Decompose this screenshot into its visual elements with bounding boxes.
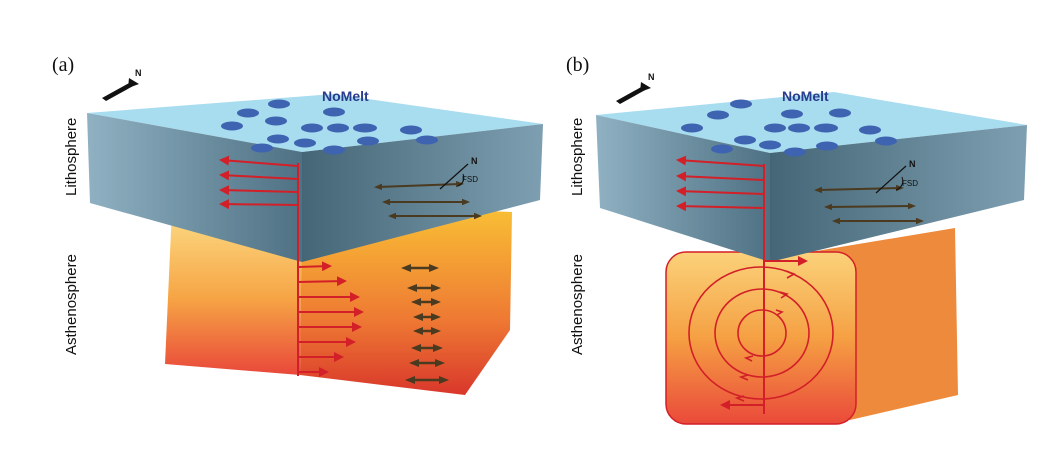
north-label: N [648, 72, 655, 82]
panel-a-asthenosphere-label: Asthenosphere [63, 254, 80, 355]
fsd-angle-arc [895, 176, 904, 191]
panel-a-stations [221, 99, 438, 155]
station-marker [237, 108, 259, 118]
circulation-ring [737, 309, 787, 357]
station-marker [788, 123, 810, 133]
lithosphere-top-face [87, 94, 543, 152]
circulation-arrow-icon [775, 309, 784, 316]
panel-b-lithosphere-slab [596, 92, 1027, 262]
panel-a-lithosphere-fabric: N FSD [374, 156, 482, 220]
panel-b-asthenosphere-block [665, 228, 958, 425]
flow-arrow [676, 201, 765, 212]
station-marker [681, 123, 703, 133]
asthenosphere-side-face [300, 204, 512, 395]
station-marker [764, 123, 786, 133]
lithosphere-side-face [770, 125, 1027, 262]
fsd-angle-arc [457, 173, 465, 187]
north-arrow-icon [616, 86, 647, 104]
station-marker [221, 121, 243, 131]
fsd-label: FSD [902, 179, 918, 188]
station-marker [784, 147, 806, 157]
station-marker [734, 135, 756, 145]
panel-a-lithosphere-slab [87, 94, 543, 262]
flow-arrow [676, 186, 765, 197]
fabric-marker [374, 180, 464, 191]
panel-a-lithosphere-label: Lithosphere [63, 118, 80, 196]
panel-b-north-arrow: N [616, 72, 655, 104]
north-arrow-icon [102, 82, 135, 101]
station-marker [707, 110, 729, 120]
panel-a-asthenosphere-flow [297, 261, 364, 377]
station-marker [829, 108, 851, 118]
flow-arrow [219, 170, 299, 181]
station-marker [759, 140, 781, 150]
station-marker [294, 138, 316, 148]
fsd-north-label: N [471, 156, 478, 166]
station-marker [875, 136, 897, 146]
fabric-marker [824, 202, 916, 211]
flow-arrow [676, 171, 765, 182]
station-marker [251, 143, 273, 153]
circulation-ring [714, 288, 810, 378]
circulation-arrow-icon [785, 270, 796, 279]
north-arrow-head-icon [128, 78, 139, 88]
panel-a-north-arrow: N [102, 68, 142, 101]
station-marker [416, 135, 438, 145]
circulation-ring [688, 266, 834, 400]
flow-arrow [219, 155, 299, 167]
station-marker [353, 123, 377, 133]
fabric-marker [814, 184, 904, 194]
panel-b-lithosphere-label: Lithosphere [569, 118, 586, 196]
flow-arrow [297, 276, 347, 287]
lithosphere-top-face [596, 92, 1027, 153]
station-marker [301, 123, 323, 133]
flow-arrow [297, 261, 332, 272]
panel-a-lithosphere-flow [219, 155, 299, 376]
station-marker [711, 144, 733, 154]
station-marker [814, 123, 838, 133]
panel-a-label: (a) [52, 54, 74, 76]
station-marker [323, 145, 345, 155]
north-label: N [135, 68, 142, 78]
fsd-direction-line [875, 165, 907, 194]
fsd-label: FSD [462, 175, 478, 184]
flow-arrow [219, 185, 299, 196]
fsd-north-label: N [909, 159, 916, 169]
panel-b-asthenosphere-label: Asthenosphere [569, 254, 586, 355]
circulation-arrow-icon [779, 291, 789, 299]
circulation-arrow-icon [738, 374, 749, 381]
panel-b: (b) NoM [566, 54, 1027, 425]
panel-b-title: NoMelt [782, 88, 829, 104]
panel-b-convection-cell [688, 266, 834, 402]
station-marker [859, 125, 881, 135]
station-marker [267, 134, 289, 144]
lithosphere-side-face [302, 124, 543, 262]
station-marker [327, 123, 349, 133]
station-marker [816, 141, 838, 151]
station-marker [357, 136, 379, 146]
panel-a-title: NoMelt [322, 88, 369, 104]
station-marker [323, 107, 345, 117]
panel-a-asthenosphere-fabric [401, 264, 449, 384]
circulation-arrow-icon [743, 355, 754, 362]
panel-b-lithosphere-fabric: N FSD [814, 159, 924, 225]
circulation-arrow-icon [734, 395, 745, 402]
panel-b-stations [681, 99, 897, 157]
station-marker [730, 99, 752, 109]
lithosphere-front-face [87, 113, 302, 262]
fsd-direction-line [439, 163, 469, 190]
panel-a: (a) NoM [52, 54, 543, 395]
panel-b-label: (b) [566, 54, 589, 76]
station-marker [781, 109, 803, 119]
flow-arrow [219, 199, 299, 210]
station-marker [400, 125, 422, 135]
north-arrow-head-icon [640, 82, 651, 92]
flow-arrow [676, 155, 765, 167]
station-marker [268, 99, 290, 109]
station-marker [265, 116, 287, 126]
